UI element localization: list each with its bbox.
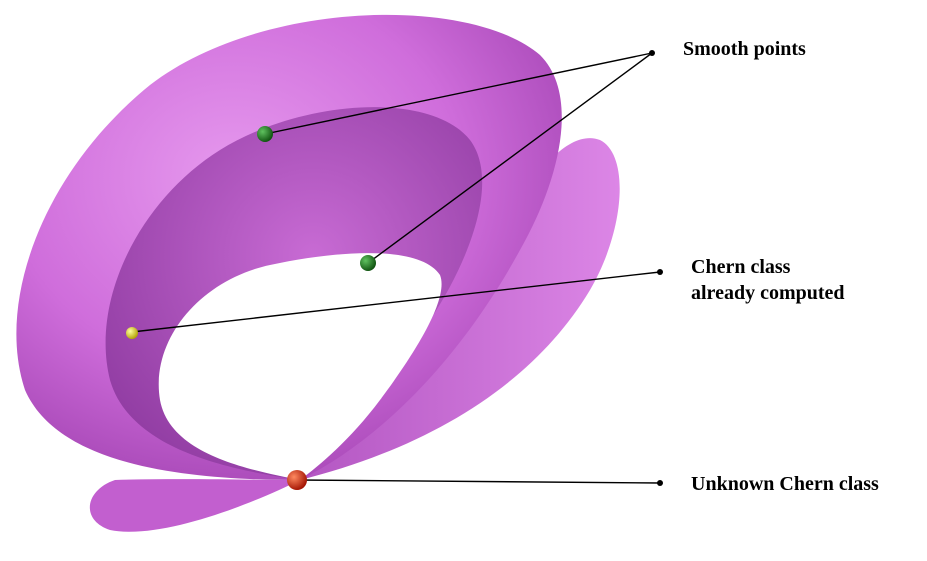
leader-smooth-2 <box>367 52 653 264</box>
leader-unknown <box>296 479 661 484</box>
label-chern-line2: already computed <box>691 282 845 304</box>
label-unknown-chern-class: Unknown Chern class <box>691 473 879 495</box>
smooth-point-2 <box>360 255 376 271</box>
leader-lines <box>131 52 661 484</box>
computed-chern-point <box>126 327 138 339</box>
surface-hole <box>158 253 442 480</box>
leader-smooth-1 <box>264 52 653 135</box>
surface-lower-tail <box>89 479 300 532</box>
leader-dot-smooth <box>649 50 655 56</box>
unknown-chern-point <box>287 470 307 490</box>
label-smooth-points: Smooth points <box>683 38 806 60</box>
leader-dot-chern <box>657 269 663 275</box>
surface-back-band <box>300 138 620 480</box>
leader-chern <box>131 271 661 333</box>
leader-dot-unknown <box>657 480 663 486</box>
smooth-point-1 <box>257 126 273 142</box>
label-chern-line1: Chern class <box>691 256 791 278</box>
